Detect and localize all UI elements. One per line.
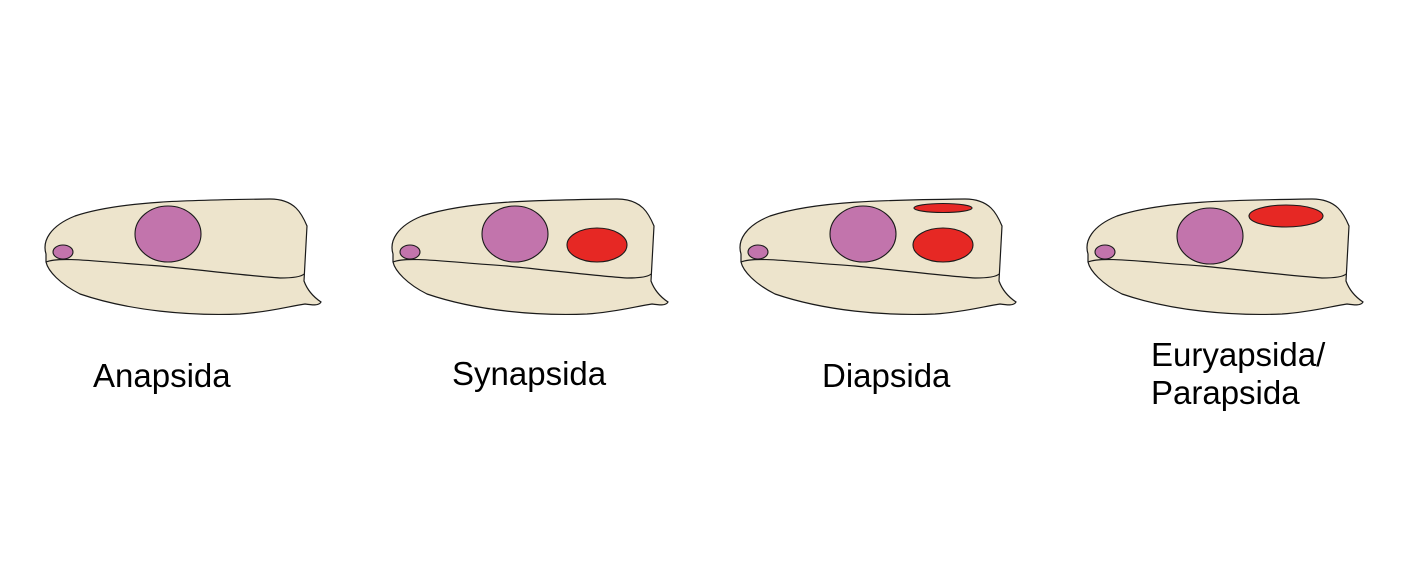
lower-temporal-fenestra [912,227,974,263]
label-line-1: Euryapsida/ [1151,336,1326,373]
lower-temporal-fenestra [566,227,628,263]
nostril [399,244,421,260]
label-line-1: Anapsida [93,357,231,394]
skull-euryapsida [1086,198,1364,316]
orbit [1176,207,1244,265]
skull-anapsida [44,198,322,316]
skull-diapsida [739,198,1017,316]
label-diapsida: Diapsida [822,357,950,395]
label-anapsida: Anapsida [93,357,231,395]
upper-temporal-fenestra [1248,204,1324,228]
upper-temporal-fenestra [913,202,973,214]
nostril [747,244,769,260]
orbit [829,205,897,263]
label-euryapsida: Euryapsida/ Parapsida [1151,336,1325,412]
orbit [481,205,549,263]
label-line-2: Parapsida [1151,374,1300,411]
label-synapsida: Synapsida [452,355,606,393]
nostril [1094,244,1116,260]
label-line-1: Diapsida [822,357,951,394]
nostril [52,244,74,260]
skull-synapsida [391,198,669,316]
label-line-1: Synapsida [452,355,607,392]
orbit [134,205,202,263]
